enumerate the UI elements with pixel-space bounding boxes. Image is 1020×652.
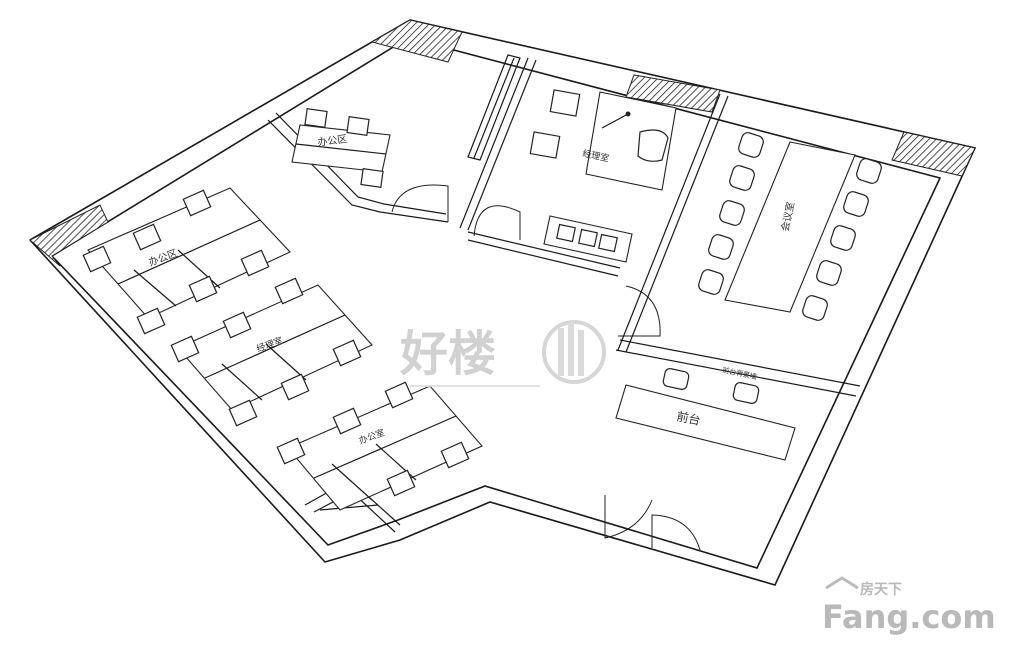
door-entrance-right: [651, 514, 701, 551]
reception-desk: [615, 384, 796, 461]
meeting-chairs-right: [802, 158, 882, 321]
office-chair: [637, 129, 669, 162]
meeting-chairs-left: [698, 132, 764, 295]
reception-furniture: [615, 368, 796, 461]
manager-desk: [585, 91, 677, 191]
desk-chair: [346, 116, 370, 136]
brand-en: Fang.com: [822, 598, 996, 636]
desk-chair: [304, 108, 328, 128]
brand-logo: 房天下 Fang.com: [822, 576, 996, 636]
side-chair: [529, 131, 561, 159]
label-reception-wall: 前台背景墙: [722, 365, 758, 381]
door-manager-top: [473, 205, 521, 240]
watermark-text: 好楼: [399, 326, 496, 382]
outer-walls: [29, 19, 977, 586]
watermark: 好楼: [399, 320, 606, 387]
column-mid: [625, 74, 721, 113]
door-entrance-left: [604, 495, 653, 539]
side-chair: [549, 89, 581, 117]
column-top: [370, 19, 463, 63]
reception-chair: [732, 382, 760, 404]
column-left: [29, 204, 109, 267]
desk-chair: [360, 168, 384, 188]
label-reception: 前台: [675, 408, 702, 428]
doors: [391, 184, 701, 551]
reception-chair: [662, 368, 690, 390]
manager-top-furniture: [529, 89, 677, 263]
label-office-small: 办公区: [317, 132, 349, 149]
open-office-furniture: [82, 187, 483, 511]
brand-cn: 房天下: [860, 581, 902, 598]
meeting-room-furniture: [698, 132, 882, 321]
door-meeting: [618, 285, 661, 337]
door-office-small: [391, 184, 449, 222]
column-right: [891, 131, 976, 177]
house-icon: [825, 576, 859, 590]
meeting-table: [724, 141, 856, 313]
structural-columns: [29, 19, 976, 267]
small-office-furniture: [291, 108, 391, 188]
